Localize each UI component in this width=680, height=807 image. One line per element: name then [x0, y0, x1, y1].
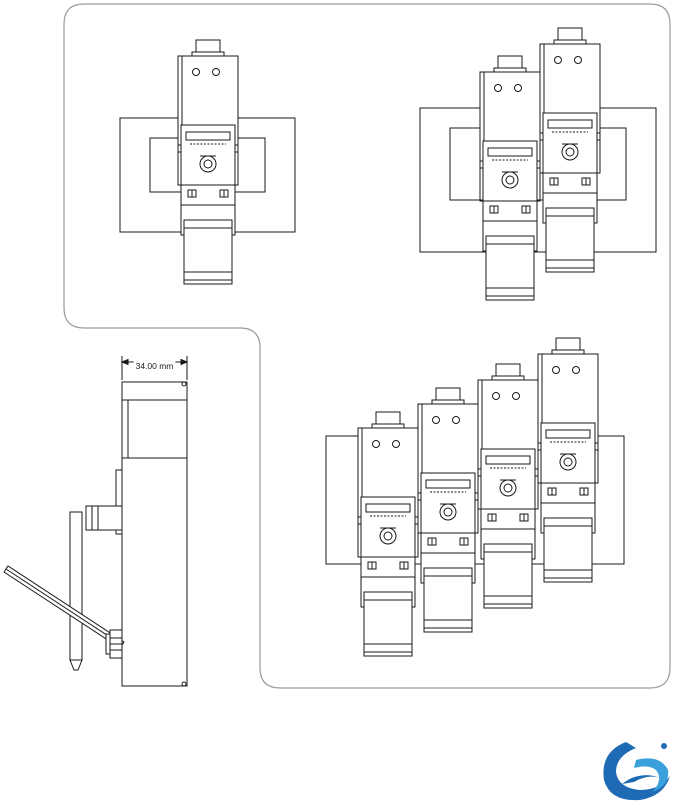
config-double-unit [419, 27, 657, 301]
configuration-panel-outline [63, 3, 671, 689]
swirl-logo-icon [603, 742, 670, 801]
config-quad-unit [325, 337, 625, 657]
dimension-label: 34.00 mm [136, 361, 174, 371]
config-single-unit [119, 39, 296, 285]
dimension-label-backing [133, 360, 176, 372]
side-view [3, 356, 189, 687]
